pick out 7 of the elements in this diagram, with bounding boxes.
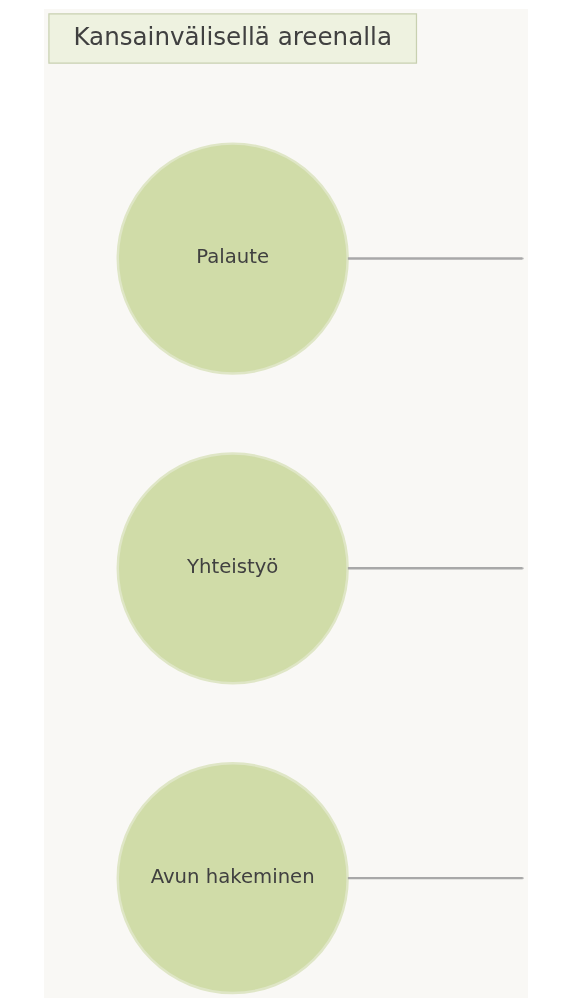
connector <box>347 257 523 260</box>
node-circle: Yhteistyö <box>116 452 349 685</box>
connector <box>347 567 523 570</box>
node-box: Kansainvälisellä areenalla <box>48 13 418 64</box>
node-circle: Avun hakeminen <box>116 761 349 995</box>
node-circle: Palaute <box>116 142 349 375</box>
connector <box>347 876 523 880</box>
